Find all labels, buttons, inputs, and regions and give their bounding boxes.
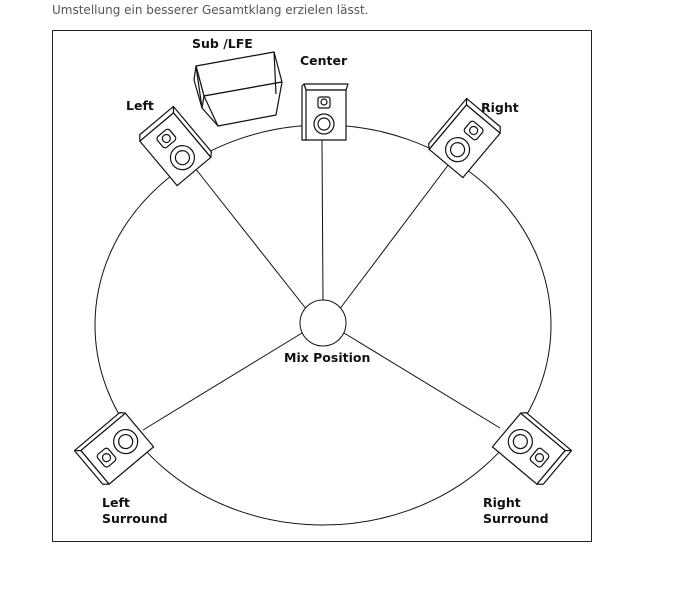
left-surround-speaker-icon	[73, 412, 155, 485]
diagram-frame	[52, 30, 592, 542]
subwoofer-icon	[193, 51, 283, 127]
line-to-center	[321, 139, 324, 303]
label-left-surround-line1: Left	[102, 495, 130, 510]
line-to-left-surround	[142, 332, 303, 431]
center-speaker-icon	[301, 83, 349, 141]
label-left-surround-line2: Surround	[102, 511, 168, 526]
line-to-right	[338, 159, 453, 311]
label-right-surround-line2: Surround	[483, 511, 549, 526]
line-to-right-surround	[343, 332, 501, 429]
mix-position-circle	[299, 299, 347, 347]
label-right-surround-line1: Right	[483, 495, 521, 510]
label-left: Left	[126, 98, 154, 113]
line-to-left	[194, 167, 308, 311]
label-right: Right	[481, 100, 519, 115]
label-sub-lfe: Sub /LFE	[192, 36, 253, 51]
label-mix-position: Mix Position	[284, 350, 370, 365]
intro-text: Umstellung ein besserer Gesamtklang erzi…	[52, 3, 369, 17]
right-speaker-icon	[428, 97, 501, 179]
label-center: Center	[300, 53, 348, 68]
left-speaker-icon	[139, 105, 212, 187]
right-surround-speaker-icon	[491, 412, 573, 485]
